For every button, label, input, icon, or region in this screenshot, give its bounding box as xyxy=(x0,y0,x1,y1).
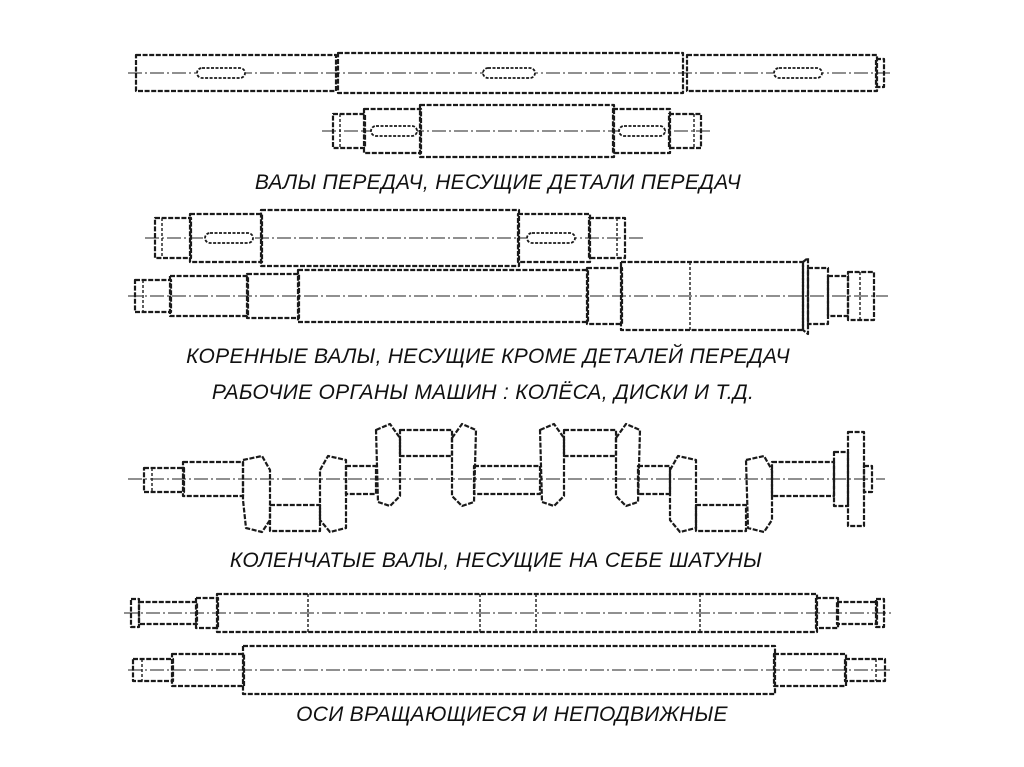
caption-crankshafts: КОЛЕНЧАТЫЕ ВАЛЫ, НЕСУЩИЕ НА СЕБЕ ШАТУНЫ xyxy=(230,549,762,572)
keyway-slot xyxy=(526,232,576,244)
keyway-slot xyxy=(618,125,666,137)
axle-rotating xyxy=(124,592,892,634)
caption-main-shafts-line2: РАБОЧИЕ ОРГАНЫ МАШИН : КОЛЁСА, ДИСКИ И Т… xyxy=(212,381,754,404)
caption-axles: ОСИ ВРАЩАЮЩИЕСЯ И НЕПОДВИЖНЫЕ xyxy=(296,703,728,726)
transmission-shaft-stepped xyxy=(322,103,712,159)
main-shaft-long xyxy=(128,256,888,336)
axle-fixed xyxy=(128,644,892,696)
keyway-slot xyxy=(204,232,254,244)
keyway-slot xyxy=(196,67,246,79)
keyway-slot xyxy=(482,67,536,79)
transmission-shaft-long xyxy=(128,51,890,95)
crankshaft xyxy=(128,422,885,534)
keyway-slot xyxy=(370,125,418,137)
keyway-slot xyxy=(773,67,823,79)
main-shaft-short xyxy=(145,208,645,268)
caption-transmission-shafts: ВАЛЫ ПЕРЕДАЧ, НЕСУЩИЕ ДЕТАЛИ ПЕРЕДАЧ xyxy=(255,171,742,194)
caption-main-shafts-line1: КОРЕННЫЕ ВАЛЫ, НЕСУЩИЕ КРОМЕ ДЕТАЛЕЙ ПЕР… xyxy=(186,345,790,368)
